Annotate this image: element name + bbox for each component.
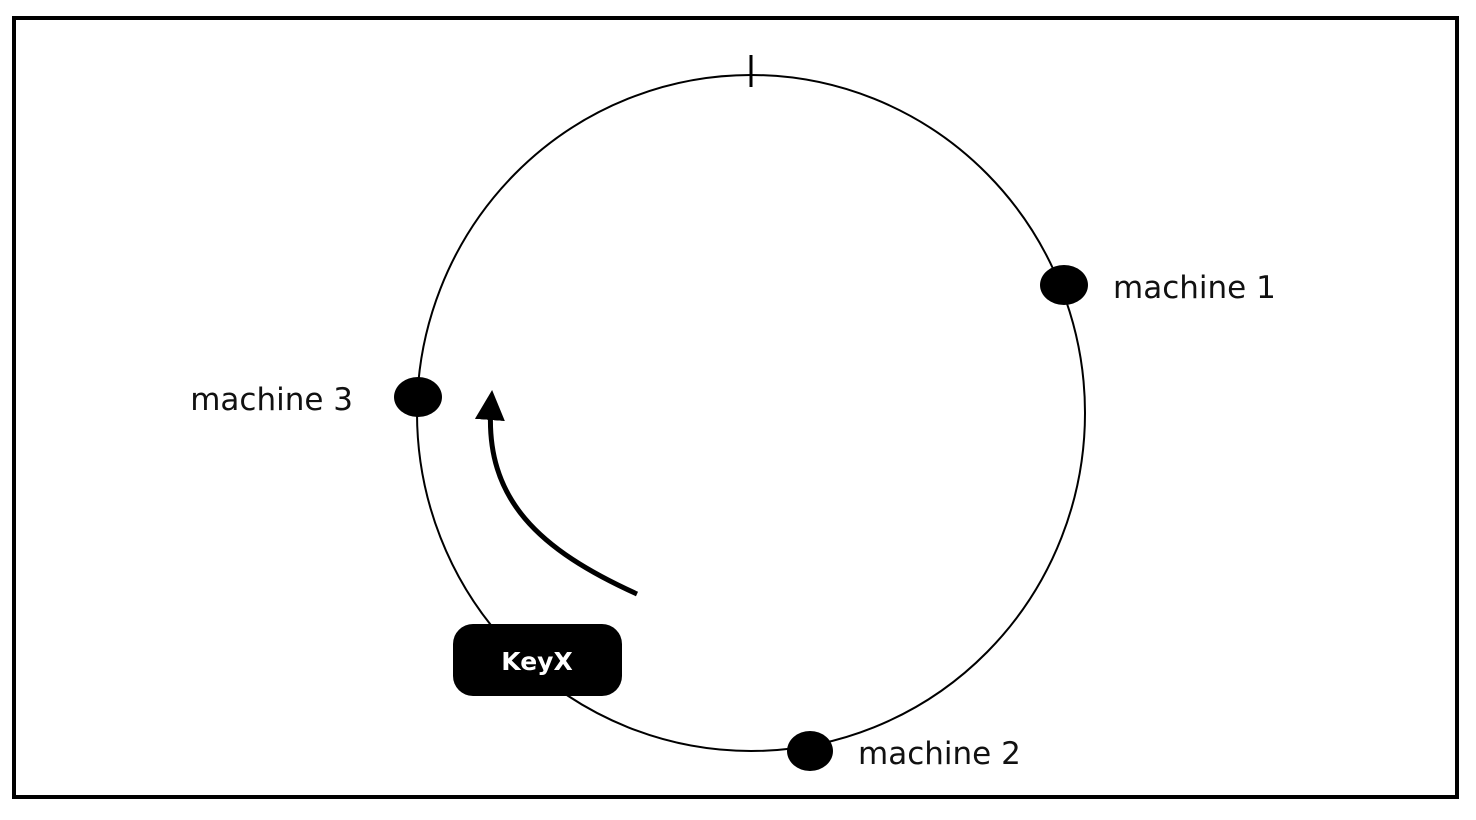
lookup-direction-arrow — [474, 390, 639, 597]
machine-1-node — [1040, 265, 1088, 305]
key-pill — [453, 624, 622, 696]
key-label: KeyX — [501, 647, 572, 676]
machine-2-node — [787, 731, 833, 771]
machine-3-node — [394, 377, 442, 417]
key-node: KeyX — [453, 624, 622, 696]
machine-2-label: machine 2 — [858, 736, 1021, 772]
machine-1-label: machine 1 — [1113, 270, 1276, 306]
machine-3-label: machine 3 — [190, 382, 353, 418]
diagram-frame — [12, 16, 1459, 799]
